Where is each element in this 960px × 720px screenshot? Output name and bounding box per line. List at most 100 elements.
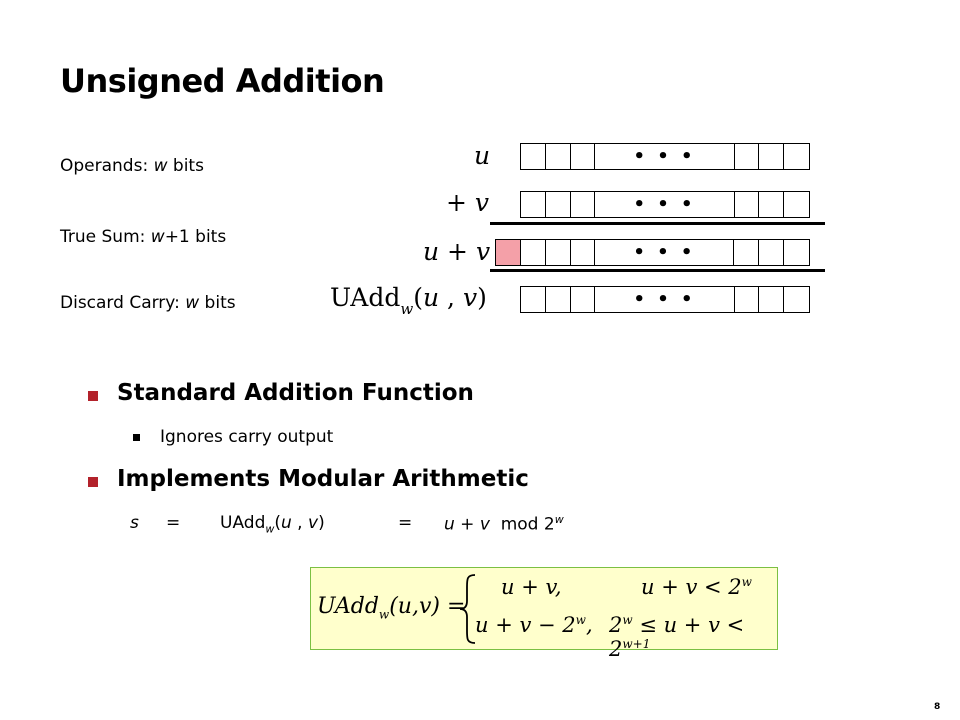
uadd-row-open: ( xyxy=(413,283,423,312)
bit-cell xyxy=(521,287,546,312)
bullet-marker xyxy=(88,477,98,487)
discard-carry-label-prefix: Discard Carry: xyxy=(60,293,186,313)
formula-lhs-args: (u,v) = xyxy=(389,594,466,619)
sub-bullet-marker xyxy=(133,434,140,441)
operands-label-prefix: Operands: xyxy=(60,156,154,176)
bullet-standard-addition: Standard Addition Function xyxy=(117,380,474,406)
formula-case2-cond-a: 2 xyxy=(609,613,623,637)
true-sum-label: True Sum: w+1 bits xyxy=(60,227,226,247)
operand-v-var: v xyxy=(474,188,490,217)
eq-s: s xyxy=(130,513,139,533)
eq-rhs-exp: w xyxy=(554,513,564,526)
bit-cell xyxy=(734,240,760,265)
register-uadd: • • • xyxy=(520,286,810,313)
bit-cell xyxy=(546,287,571,312)
true-sum-label-prefix: True Sum: xyxy=(60,227,151,247)
true-sum-label-var: w xyxy=(150,227,165,247)
bullet-modular-arithmetic: Implements Modular Arithmetic xyxy=(117,466,529,492)
formula-case1-cond-exp: w xyxy=(741,575,752,589)
eq-args-v: v xyxy=(308,513,319,533)
bit-cell xyxy=(571,144,596,169)
formula-case2-cond: 2w ≤ u + v < 2w+1 xyxy=(609,613,777,661)
formula-case1-cond-text: u + v < 2 xyxy=(641,575,742,599)
page-number: 8 xyxy=(934,702,941,712)
register-v: • • • xyxy=(520,191,810,218)
operands-label-suffix: bits xyxy=(167,156,204,176)
bit-cell xyxy=(571,287,596,312)
uadd-row-v: v xyxy=(462,283,478,312)
sum-rule-line xyxy=(490,222,825,225)
bit-cell xyxy=(784,192,809,217)
uadd-row-label: UAddw(u , v) xyxy=(330,283,487,318)
formula-case2-expr-exp: w xyxy=(575,613,586,627)
eq-rhs-uv: u + v xyxy=(444,514,490,535)
formula-lhs-name: UAdd xyxy=(317,594,379,619)
eq-args-open: ( xyxy=(274,513,281,533)
bit-cell xyxy=(759,144,785,169)
true-sum-label-suffix: +1 bits xyxy=(164,227,227,247)
formula-lhs: UAddw(u,v) = xyxy=(317,594,465,621)
operands-label-var: w xyxy=(153,156,168,176)
formula-case2-expr-text: u + v − 2 xyxy=(475,613,576,637)
slide-title: Unsigned Addition xyxy=(60,62,385,100)
eq-rhs-mod: mod 2 xyxy=(500,514,555,535)
formula-case2-expr-tail: , xyxy=(585,613,593,637)
ellipsis-cell: • • • xyxy=(595,192,735,217)
eq-equals-2: = xyxy=(398,513,413,533)
register-true-sum: • • • xyxy=(495,239,810,266)
bit-cell xyxy=(571,192,596,217)
formula-left-brace xyxy=(459,574,476,644)
uadd-row-name: UAdd xyxy=(330,283,401,312)
bit-cell xyxy=(546,240,571,265)
bit-cell xyxy=(735,192,760,217)
ellipsis-cell: • • • xyxy=(595,144,735,169)
carry-bit-cell xyxy=(496,240,521,265)
bit-cell xyxy=(735,287,760,312)
formula-case2-cond-exp: w+1 xyxy=(622,637,651,651)
sub-bullet-ignores-carry: Ignores carry output xyxy=(160,427,334,447)
eq-args-comma: , xyxy=(291,513,308,533)
formula-lhs-sub: w xyxy=(378,607,390,622)
uadd-row-close: ) xyxy=(477,283,487,312)
bit-cell xyxy=(759,287,785,312)
bit-cell xyxy=(759,192,785,217)
eq-uadd-sub: w xyxy=(265,522,275,536)
plus-sign: + xyxy=(446,188,467,217)
eq-args-u: u xyxy=(281,513,292,533)
eq-uadd-name: UAdd xyxy=(220,513,266,533)
bit-cell xyxy=(546,192,571,217)
formula-case2-cond-a-exp: w xyxy=(622,613,633,627)
eq-uadd: UAddw(u , v) xyxy=(220,513,325,535)
formula-case2-cond-mid: ≤ u + v < 2 xyxy=(609,613,745,661)
operands-label: Operands: w bits xyxy=(60,156,204,176)
formula-case2-expr: u + v − 2w, xyxy=(475,613,593,637)
discard-carry-label-suffix: bits xyxy=(199,293,236,313)
ellipsis-cell: • • • xyxy=(595,240,735,265)
eq-rhs: u + v mod 2w xyxy=(444,513,564,535)
uadd-row-comma: , xyxy=(439,283,463,312)
uadd-row-u: u xyxy=(422,283,440,312)
bit-cell xyxy=(784,287,809,312)
discard-rule-line xyxy=(490,269,825,272)
register-u: • • • xyxy=(520,143,810,170)
ellipsis-cell: • • • xyxy=(595,287,735,312)
uadd-row-sub: w xyxy=(400,300,414,318)
discard-carry-label-var: w xyxy=(185,293,200,313)
eq-equals-1: = xyxy=(166,513,181,533)
true-sum-row-label: u + v xyxy=(423,237,491,266)
bit-cell xyxy=(735,144,760,169)
bit-cell xyxy=(759,240,785,265)
bit-cell xyxy=(521,240,546,265)
bullet-marker xyxy=(88,391,98,401)
eq-s-var: s xyxy=(130,513,139,533)
bit-cell xyxy=(521,192,546,217)
uadd-definition-formula: UAddw(u,v) = u + v, u + v < 2w u + v − 2… xyxy=(310,567,778,661)
operand-v-label: + v xyxy=(446,188,489,217)
bit-cell xyxy=(521,144,546,169)
bit-cell xyxy=(546,144,571,169)
discard-carry-label: Discard Carry: w bits xyxy=(60,293,236,313)
eq-args-close: ) xyxy=(318,513,325,533)
bit-cell xyxy=(784,144,809,169)
operand-u-label: u xyxy=(474,141,491,170)
bit-cell xyxy=(784,240,809,265)
